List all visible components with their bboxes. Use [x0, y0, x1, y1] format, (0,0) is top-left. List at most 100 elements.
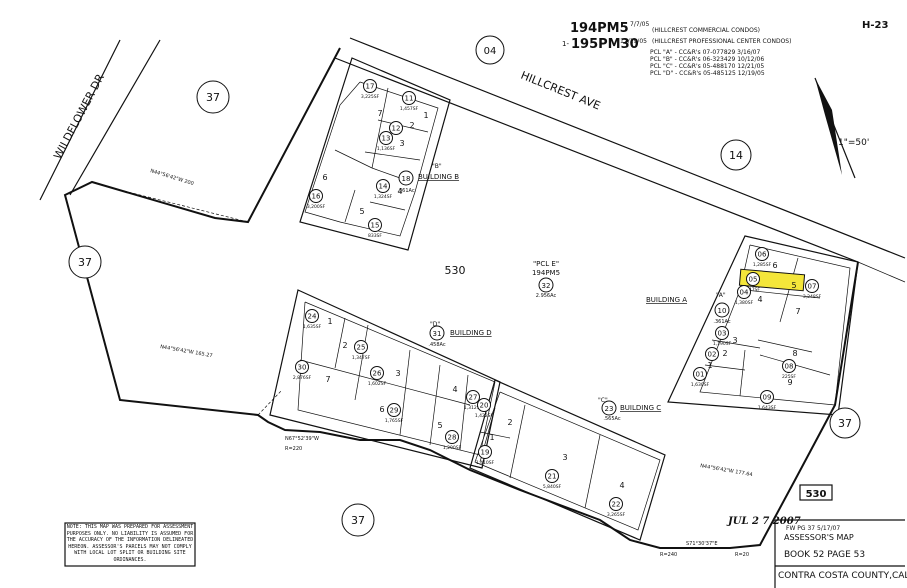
building-a-area: .361Ac	[713, 319, 730, 325]
north-arrow-icon	[814, 77, 856, 179]
unit-area: 1,410SF	[476, 460, 495, 466]
building-circles	[398, 170, 730, 416]
unit-circle	[715, 326, 729, 340]
unit-circle	[376, 179, 390, 193]
unit-circle	[379, 131, 393, 145]
unit-area: 3,248SF	[803, 294, 822, 300]
building-d-area: .458Ac	[428, 342, 445, 348]
unit-pcl-number: 20	[480, 402, 489, 410]
building-c-letter: "C"	[598, 397, 608, 404]
building-c-area: .565Ac	[603, 416, 620, 422]
unit-pcl-number: 02	[708, 351, 717, 359]
unit-number: 2	[409, 121, 414, 130]
lot-boundary	[63, 47, 859, 549]
unit-number: 9	[787, 378, 792, 387]
unit-number: 1	[327, 317, 332, 326]
block-circles	[68, 35, 861, 537]
unit-number: 7	[325, 375, 330, 384]
pcl-row-a: PCL "A" - CC&R's 07-077829 3/16/07	[650, 49, 760, 56]
unit-area: 3,225SF	[361, 94, 380, 100]
unit-circle	[705, 347, 719, 361]
pcl-row-c: PCL "C" - CC&R's 05-488170 12/21/05	[650, 63, 764, 70]
radius-2: R=240	[660, 552, 677, 558]
unit-pcl-number: 22	[612, 501, 621, 509]
unit-pcl-number: 24	[308, 313, 317, 321]
unit-area: 1,347SF	[352, 355, 371, 361]
block-37-a: 37	[206, 91, 220, 104]
unit-circle	[389, 121, 403, 135]
unit-circle	[609, 497, 623, 511]
unit-number: 2	[507, 418, 512, 427]
unit-area: 1,602SF	[368, 381, 387, 387]
unit-circle	[693, 367, 707, 381]
unit-pcl-number: 16	[312, 193, 321, 201]
header-date-2: 12/19/05	[620, 38, 647, 45]
building-b-pcl: 18	[402, 175, 411, 183]
unit-circle	[545, 469, 559, 483]
county: CONTRA COSTA COUNTY,CALIF.	[778, 571, 907, 581]
unit-number: 4	[397, 187, 402, 196]
unit-area: 1,136SF	[377, 146, 396, 152]
unit-area: 1,290SF	[443, 445, 462, 451]
unit-area: 1,422SF	[475, 413, 494, 419]
unit-number: 1	[423, 111, 428, 120]
building-a-label: BUILDING A	[646, 296, 687, 304]
building-d-letter: "D"	[430, 321, 440, 328]
unit-pcl-number: 03	[718, 330, 727, 338]
building-c-pcl: 23	[605, 405, 614, 413]
building-b-letter: "B"	[432, 163, 442, 170]
building-a-pcl: 10	[718, 307, 727, 315]
bearing-5: N44°56'42"W 177.64	[700, 463, 753, 478]
unit-area: 3,200SF	[307, 204, 326, 210]
radius-3: R=20	[735, 552, 749, 558]
unit-circle	[478, 445, 492, 459]
wildflower-drive	[39, 39, 161, 201]
unit-circle	[805, 279, 819, 293]
unit-area: 347SF	[746, 287, 760, 293]
unit-number: 3	[395, 369, 400, 378]
lot-line-dashed	[119, 189, 249, 223]
unit-number: 6	[322, 173, 327, 182]
bearing-4: S71°30'37"E	[686, 541, 718, 547]
unit-circle	[305, 309, 319, 323]
unit-circle	[387, 403, 401, 417]
block-530-b: 530	[806, 489, 827, 500]
radius-1: R=220	[285, 446, 302, 452]
block-530-box	[799, 484, 833, 501]
unit-area: 5,840SF	[543, 484, 562, 490]
header-note-1: (HILLCREST COMMERCIAL CONDOS)	[652, 27, 760, 34]
parcel-e-pcl: 32	[542, 282, 551, 290]
unit-number: 2	[342, 341, 347, 350]
block-37-d: 37	[351, 514, 365, 527]
unit-area: 2,876SF	[293, 375, 312, 381]
unit-area: 1,312SF	[464, 405, 483, 411]
bearing-3: N67°52'39"W	[285, 436, 319, 442]
unit-circle	[370, 366, 384, 380]
bearing-2: N44°56'42"W 165.27	[160, 344, 213, 359]
sheet-id: H-23	[862, 20, 888, 31]
unit-number: 6	[772, 261, 777, 270]
building-c-label: BUILDING C	[620, 404, 661, 412]
unit-pcl-number: 19	[481, 449, 490, 457]
unit-marker-16: 16 3,200SF 6	[307, 173, 328, 210]
pcl-row-d: PCL "D" - CC&R's 05-485125 12/19/05	[650, 70, 765, 77]
